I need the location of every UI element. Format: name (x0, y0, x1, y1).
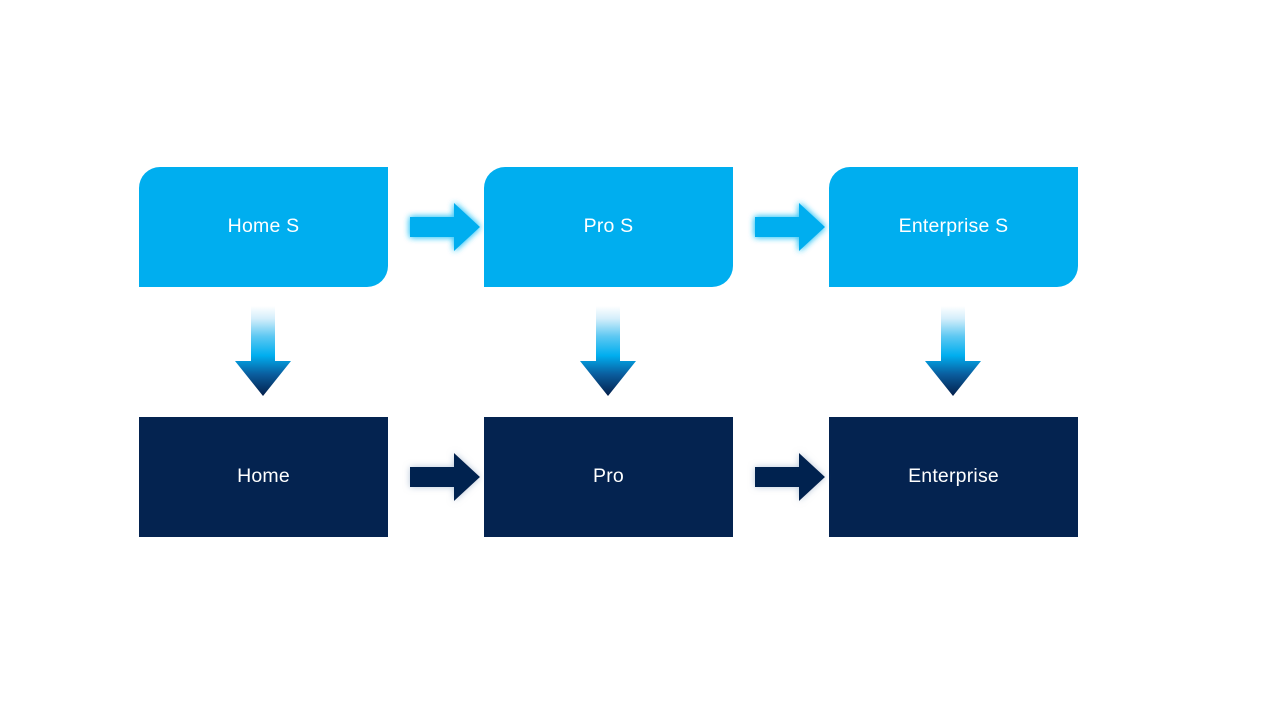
arrow-down-icon-home-s-to-home (226, 304, 300, 400)
arrow-down-icon-pro-s-to-pro (571, 304, 645, 400)
node-label: Enterprise (908, 465, 999, 488)
node-label: Pro S (583, 215, 634, 238)
node-label: Enterprise S (898, 215, 1009, 238)
arrow-right-icon-pro-s-to-enterprise-s (747, 196, 831, 258)
node-pro[interactable]: Pro (484, 417, 733, 537)
node-enterprise-s[interactable]: Enterprise S (829, 167, 1078, 287)
node-label: Home (237, 465, 290, 488)
arrow-down-icon-enterprise-s-to-enterprise (916, 304, 990, 400)
node-label: Pro (593, 465, 624, 488)
node-label: Home S (227, 215, 300, 238)
arrow-right-icon-pro-to-enterprise (747, 446, 831, 508)
arrow-right-icon-home-to-pro (402, 446, 486, 508)
node-home-s[interactable]: Home S (139, 167, 388, 287)
node-home[interactable]: Home (139, 417, 388, 537)
node-pro-s[interactable]: Pro S (484, 167, 733, 287)
arrow-right-icon-home-s-to-pro-s (402, 196, 486, 258)
node-enterprise[interactable]: Enterprise (829, 417, 1078, 537)
